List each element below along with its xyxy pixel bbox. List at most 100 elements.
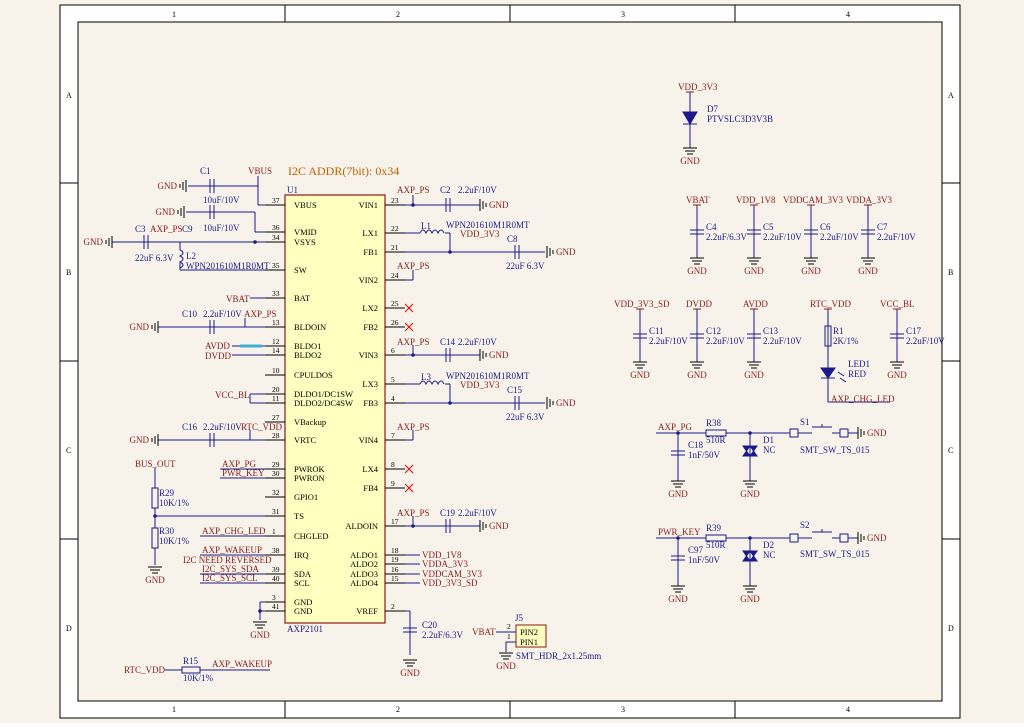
bus-out-label: BUS_OUT (135, 459, 176, 469)
ground-symbol: GND (400, 659, 420, 678)
capacitor-symbol (890, 333, 904, 339)
gnd-label: GND (867, 533, 887, 543)
gnd-label: GND (858, 266, 878, 276)
ground-symbol: GND (668, 480, 688, 499)
ground-symbol: GND (801, 257, 821, 276)
avdd-label-1: AVDD (205, 341, 230, 351)
vdda-3v3-label-1: VDDA_3V3 (422, 559, 468, 569)
capacitor-symbol (143, 235, 149, 249)
s2-switch-lever (798, 529, 840, 539)
axp-wakeup-label-1: AXP_WAKEUP (202, 545, 262, 555)
capacitor-symbol (514, 245, 520, 259)
ic-pin-name: ALDO3 (350, 569, 378, 579)
c6-value: 2.2uF/10V (820, 232, 859, 242)
c2-value: 2.2uF/10V (458, 185, 497, 195)
gnd-label: GND (400, 668, 420, 678)
ic-pin-number: 11 (272, 394, 279, 403)
ic-pin-number: 19 (391, 555, 399, 564)
ic-pin-name: DLDO2/DC4SW (294, 398, 353, 408)
vbus-circuit (112, 176, 270, 671)
ic-pin-name: ALDOIN (345, 521, 378, 531)
j5-connector[interactable]: J5 PIN2 PIN1 2 1 VBAT SMT_HDR_2x1.25mm (472, 613, 601, 661)
c17-rail-label: VCC_BL (880, 299, 915, 309)
capacitor-symbol (633, 333, 647, 339)
frame-row-a-right: A (948, 91, 954, 100)
l2-part: WPN201610M1R0MT (186, 261, 270, 271)
j5-pin2-name: PIN2 (520, 627, 538, 637)
ic-pin-number: 20 (272, 385, 280, 394)
gnd-label: GND (489, 350, 509, 360)
rtc-vdd-label-2: RTC_VDD (124, 665, 165, 675)
junction-dot (748, 431, 752, 435)
c8-ref: C8 (507, 234, 518, 244)
ic-pin-number: 24 (391, 271, 399, 280)
junction-dot (153, 514, 157, 518)
c6-rail-label: VDDCAM_3V3 (783, 195, 844, 205)
c19-ref: C19 (440, 508, 456, 518)
ic-pin-number: 41 (272, 602, 280, 611)
gnd-label: GND (556, 247, 576, 257)
axp-chg-led-label-1: AXP_CHG_LED (202, 526, 266, 536)
i2c-note: I2C NEED REVERSED (183, 555, 272, 565)
c11-value: 2.2uF/10V (649, 336, 688, 346)
no-connect-mark (404, 464, 414, 474)
s2-value: SMT_SW_TS_015 (800, 549, 870, 559)
d1-value: NC (763, 445, 776, 455)
r1-ref: R1 (833, 326, 844, 336)
frame-col-1-bottom: 1 (172, 705, 176, 714)
gnd-label: GND (668, 489, 688, 499)
gnd-label: GND (744, 266, 764, 276)
c14-value: 2.2uF/10V (458, 337, 497, 347)
c9-ref: C9 (182, 224, 193, 234)
d7-rail-label: VDD_3V3 (678, 82, 718, 92)
capacitor-symbol (804, 229, 818, 235)
resistor-symbol (151, 527, 159, 549)
ground-symbol: GND (546, 246, 576, 258)
ic-pin-name: ALDO4 (350, 578, 379, 588)
ic-pin-name: BAT (294, 293, 311, 303)
axp-ps-label-1: AXP_PS (150, 224, 183, 234)
ground-symbol: GND (687, 257, 707, 276)
axp-ps-label-2: AXP_PS (244, 309, 277, 319)
ic-pin-name: VMID (294, 227, 317, 237)
c13-ref: C13 (763, 326, 779, 336)
gnd-label: GND (489, 521, 509, 531)
vdd-1v8-label-1: VDD_1V8 (422, 550, 462, 560)
right-panel: VDD_3V3 D7 PTVSLC3D3V3B VBAT VDD_1V8 VDD… (614, 82, 945, 565)
j5-ref: J5 (515, 613, 524, 623)
ic-pin-name: SDA (294, 569, 312, 579)
ic-pin-name: BLDO2 (294, 350, 321, 360)
junction-dot (253, 240, 257, 244)
ic-pin-number: 25 (391, 299, 399, 308)
gnd-label: GND (556, 398, 576, 408)
ground-symbol: GND (668, 585, 688, 604)
resistor-symbol (824, 325, 832, 347)
c97-value: 1nF/50V (688, 555, 721, 565)
ground-symbol: GND (740, 585, 760, 604)
ground-symbol: GND (546, 397, 576, 409)
ic-pin-name: VRTC (294, 435, 316, 445)
ic-pin-name: LX3 (362, 379, 378, 389)
capacitor-symbol (445, 198, 451, 212)
c16-ref: C16 (182, 422, 198, 432)
ground-symbol: GND (156, 206, 185, 218)
ground-symbol: GND (858, 257, 878, 276)
c7-value: 2.2uF/10V (877, 232, 916, 242)
ic-pin-number: 4 (391, 394, 395, 403)
no-connect-mark (404, 322, 414, 332)
c1-ref: C1 (200, 166, 211, 176)
c13-value: 2.2uF/10V (763, 336, 802, 346)
vddcam-3v3-label-1: VDDCAM_3V3 (422, 569, 483, 579)
r29-value: 10K/1% (159, 498, 190, 508)
ic-pin-number: 14 (272, 346, 280, 355)
frame-col-4-top: 4 (846, 10, 850, 19)
junction-dot (411, 524, 415, 528)
ground-symbol: GND (744, 257, 764, 276)
gnd-label: GND (145, 575, 165, 585)
ic-pin-number: 6 (391, 346, 395, 355)
frame-col-4-bottom: 4 (846, 705, 850, 714)
ic-pin-name: VIN1 (359, 200, 378, 210)
ic-pin-name: FB2 (363, 322, 378, 332)
led-diode-symbol (820, 367, 836, 379)
